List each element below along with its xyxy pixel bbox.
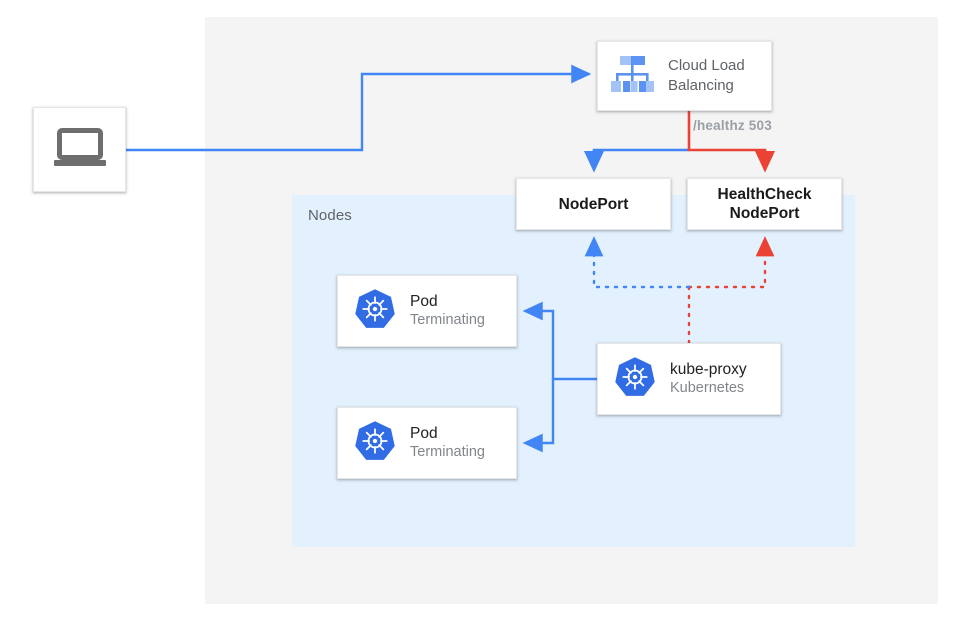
kube-proxy-text: kube-proxy Kubernetes	[670, 360, 747, 398]
nodes-region-label: Nodes	[308, 207, 352, 224]
pod-1-status: Terminating	[410, 312, 485, 328]
kube-proxy-subtitle: Kubernetes	[670, 380, 745, 396]
cloud-load-balancing-title-line1: Cloud Load	[668, 57, 745, 74]
healthcheck-nodeport-label-line2: NodePort	[729, 205, 800, 222]
nodeport-label: NodePort	[558, 195, 629, 213]
healthcheck-nodeport-label-line1: HealthCheck	[717, 186, 812, 203]
healthcheck-nodeport-label: HealthCheck NodePort	[718, 185, 812, 223]
cloud-load-balancing-label: Cloud Load Balancing	[668, 56, 745, 96]
kubernetes-icon	[354, 420, 396, 467]
cloud-load-balancing-icon	[610, 53, 656, 100]
cloud-load-balancing-title-line2: Balancing	[668, 77, 734, 94]
pod-2-text: Pod Terminating	[410, 424, 485, 462]
pod-1-title: Pod	[410, 293, 438, 310]
cloud-load-balancing-card[interactable]: Cloud Load Balancing	[597, 41, 772, 111]
pod-card-1[interactable]: Pod Terminating	[337, 275, 517, 347]
healthcheck-nodeport-card[interactable]: HealthCheck NodePort	[687, 178, 842, 230]
kubernetes-icon	[614, 356, 656, 403]
client-laptop-card[interactable]	[33, 107, 126, 192]
kube-proxy-card[interactable]: kube-proxy Kubernetes	[597, 343, 781, 415]
laptop-icon	[52, 126, 108, 173]
nodeport-card[interactable]: NodePort	[516, 178, 671, 230]
kubernetes-icon	[354, 288, 396, 335]
pod-card-2[interactable]: Pod Terminating	[337, 407, 517, 479]
kube-proxy-title: kube-proxy	[670, 361, 747, 378]
healthz-edge-label: /healthz 503	[693, 118, 772, 133]
pod-1-text: Pod Terminating	[410, 292, 485, 330]
pod-2-title: Pod	[410, 425, 438, 442]
pod-2-status: Terminating	[410, 444, 485, 460]
